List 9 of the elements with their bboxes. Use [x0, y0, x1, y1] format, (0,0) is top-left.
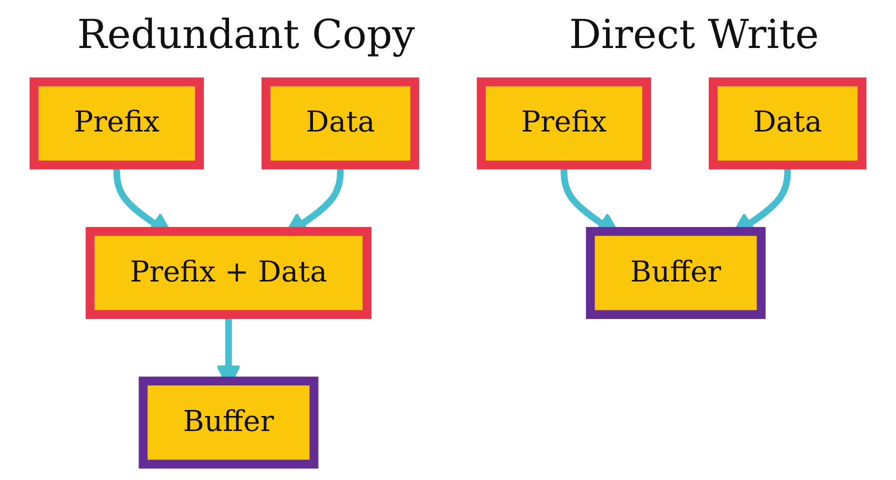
node-box: Prefix + Data	[86, 226, 372, 318]
node-box: Data	[708, 76, 866, 169]
node-box: Buffer	[586, 226, 766, 318]
node-box: Data	[262, 76, 420, 169]
node-box: Buffer	[138, 376, 318, 468]
node-box: Prefix	[30, 76, 204, 169]
node-box: Prefix	[476, 76, 652, 169]
panel-heading: Direct Write	[569, 12, 819, 58]
panel-heading: Redundant Copy	[77, 12, 415, 58]
